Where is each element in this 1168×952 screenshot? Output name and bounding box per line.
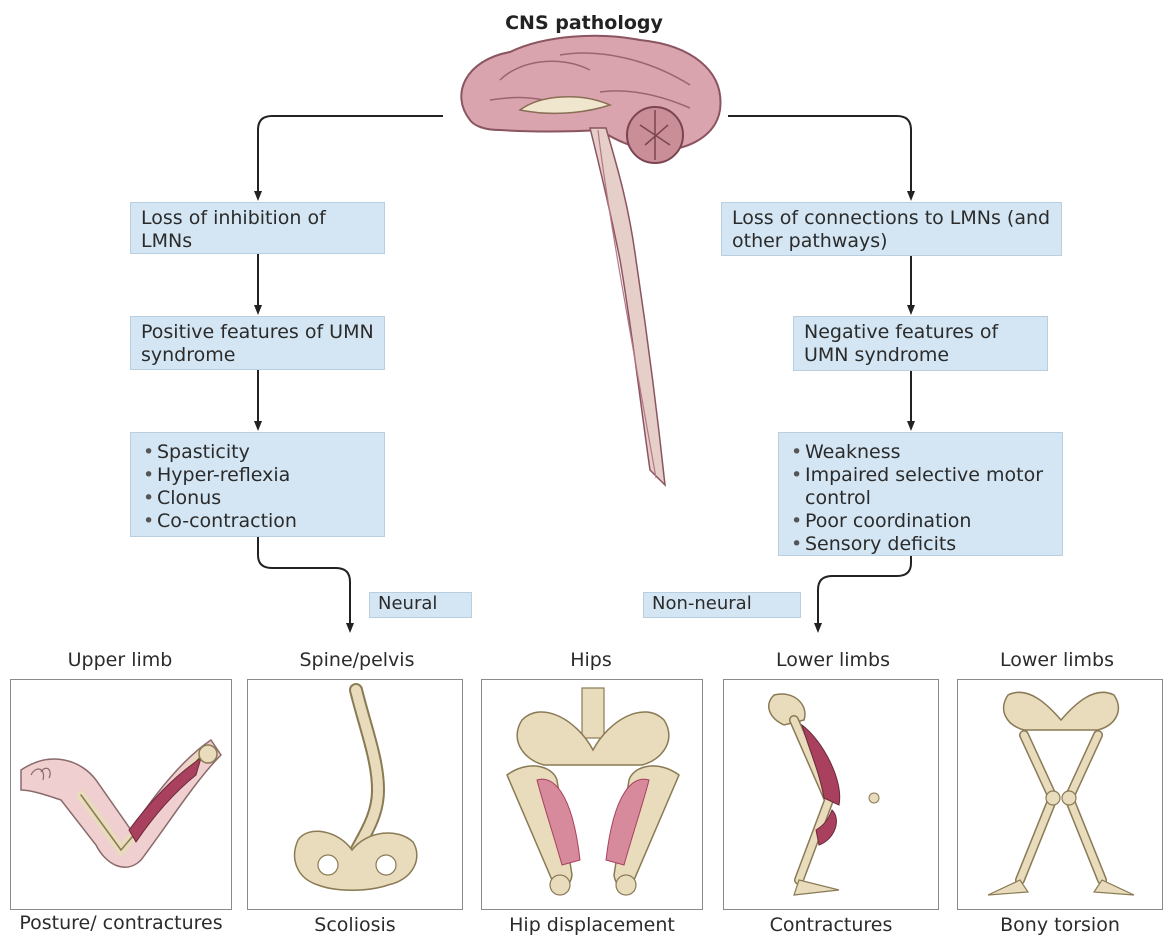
left-features-box: Positive features of UMN syndrome (130, 316, 385, 370)
panel-heading-spine-pelvis: Spine/pelvis (247, 649, 467, 671)
left-cause-box: Loss of inhibition of LMNs (130, 202, 385, 254)
right-cause-box: Loss of connections to LMNs (and other p… (721, 202, 1062, 256)
panel-heading-upper-limb: Upper limb (10, 649, 230, 671)
panel-hips (481, 679, 703, 910)
caption-posture-contractures: Posture/ contractures (6, 912, 236, 934)
left-items-list: Spasticity Hyper-reflexia Clonus Co-cont… (141, 441, 374, 533)
list-item: Sensory deficits (789, 533, 1052, 556)
right-items-list: Weakness Impaired selective motor contro… (789, 441, 1052, 556)
right-features-box: Negative features of UMN syndrome (793, 316, 1048, 371)
neural-tag: Neural (369, 592, 472, 618)
left-items-box: Spasticity Hyper-reflexia Clonus Co-cont… (130, 432, 385, 537)
brain-illustration (461, 36, 720, 485)
caption-bony-torsion: Bony torsion (945, 914, 1168, 936)
list-item: Poor coordination (789, 510, 1052, 533)
panel-heading-hips: Hips (481, 649, 701, 671)
caption-contractures: Contractures (716, 914, 946, 936)
left-cause-text: Loss of inhibition of LMNs (141, 207, 326, 252)
right-items-box: Weakness Impaired selective motor contro… (778, 432, 1063, 556)
bony-torsion-illustration (958, 680, 1164, 911)
panel-lower-limbs-torsion (957, 679, 1163, 910)
non-neural-tag: Non-neural (643, 592, 801, 618)
list-item: Spasticity (141, 441, 374, 464)
left-features-text: Positive features of UMN syndrome (141, 321, 374, 366)
spine-illustration (248, 680, 464, 911)
left-connectors (258, 116, 443, 628)
list-item: Impaired selective motor control (789, 464, 1052, 510)
panel-heading-lower-limbs-2: Lower limbs (947, 649, 1167, 671)
caption-scoliosis: Scoliosis (240, 914, 470, 936)
panel-heading-lower-limbs-1: Lower limbs (723, 649, 943, 671)
upper-limb-illustration (11, 680, 233, 911)
panel-lower-limbs-contractures (723, 679, 939, 910)
panel-upper-limb (10, 679, 232, 910)
list-item: Clonus (141, 487, 374, 510)
caption-hip-displacement: Hip displacement (477, 914, 707, 936)
list-item: Hyper-reflexia (141, 464, 374, 487)
hips-illustration (482, 680, 704, 911)
contracture-leg-illustration (724, 680, 940, 911)
list-item: Co-contraction (141, 510, 374, 533)
panel-spine-pelvis (247, 679, 463, 910)
list-item: Weakness (789, 441, 1052, 464)
right-cause-text: Loss of connections to LMNs (and other p… (732, 207, 1050, 252)
right-features-text: Negative features of UMN syndrome (804, 321, 998, 366)
